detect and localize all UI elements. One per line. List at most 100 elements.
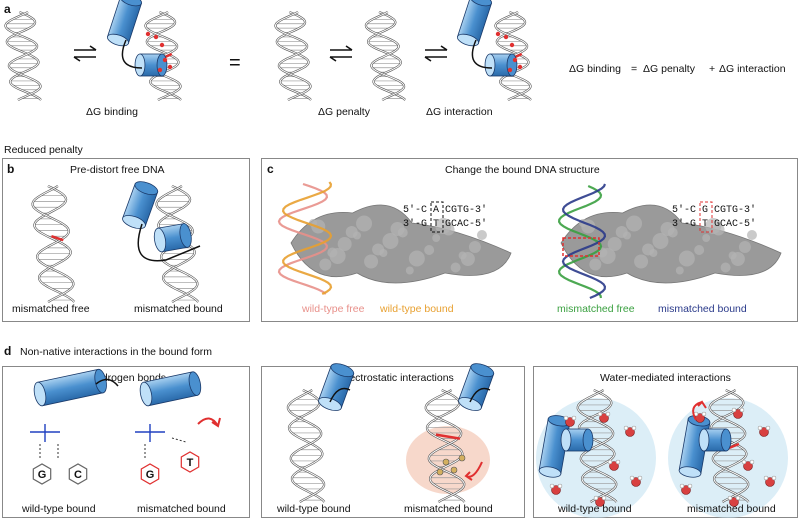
panel-d3-title: Water-mediated interactions [600, 372, 731, 384]
d2-charge-3 [436, 468, 444, 476]
b-dna-free [31, 185, 76, 303]
d3-mm-water-1 [731, 407, 745, 419]
equals-sign: = [229, 52, 241, 74]
a-equilibrium-arrows-3 [424, 45, 448, 62]
d1-label-wild-type: wild-type bound [22, 503, 96, 515]
legend-wild-type-free: wild-type free [302, 303, 365, 315]
d3-dna-mm-mismatch [728, 442, 740, 450]
a-equilibrium-arrows-1 [73, 45, 97, 62]
equation-plus: + [709, 63, 716, 75]
panel-d2-box [261, 366, 525, 518]
a-dna-distorted [364, 10, 407, 101]
c-mismatch-box-structure [562, 237, 600, 257]
d1-mm-arginine [135, 424, 165, 442]
panel-c-title: Change the bound DNA structure [445, 164, 600, 176]
b-dna-free-mismatch [51, 235, 64, 242]
svg-text:G: G [146, 469, 155, 481]
d2-charge-2 [458, 454, 466, 462]
panel-c-box [261, 158, 798, 322]
a-equilibrium-arrows-2 [329, 45, 353, 62]
d2-dna-mm [424, 389, 466, 503]
d3-wt-water-1 [597, 411, 611, 423]
label-mismatched-bound: mismatched bound [134, 303, 223, 315]
d1-wt-base-c: C [68, 463, 88, 485]
d2-protein-wt [318, 363, 355, 411]
d1-mm-base-t: T [180, 451, 200, 473]
panel-c-graphic [277, 181, 782, 300]
a-protein-cylinder-top-2 [457, 0, 492, 47]
a-linker-2 [471, 39, 493, 69]
c-protein-surface-2 [560, 204, 782, 284]
d2-protein-mm [458, 363, 495, 411]
panel-d1-box [2, 366, 250, 518]
d1-label-mismatched: mismatched bound [137, 503, 226, 515]
d1-wt-hbonds [39, 444, 59, 460]
d3-wt-water-2 [623, 425, 637, 437]
c-seq1-highlight-box [430, 201, 444, 233]
panel-d-graphic: G C G T [30, 363, 788, 518]
panel-b-letter: b [7, 162, 15, 176]
svg-text:G: G [38, 469, 47, 481]
d3-wt-water-3 [549, 483, 563, 495]
d1-mm-hbonds [144, 437, 187, 460]
d2-label-mismatched: mismatched bound [404, 503, 493, 515]
label-dg-penalty: ΔG penalty [318, 106, 370, 118]
b-protein-cylinder-top [122, 181, 159, 229]
d3-mm-water-4 [741, 459, 755, 471]
d3-protein-wt-2 [560, 428, 594, 452]
d1-red-arrow [197, 417, 221, 428]
panel-b-box [2, 158, 250, 322]
d1-wt-base-g: G [32, 463, 52, 485]
seq1-top: 5'-C A CGTG-3' [403, 205, 488, 216]
panel-d2-title: Electrostatic interactions [340, 372, 454, 384]
label-dg-binding: ΔG binding [86, 106, 138, 118]
d3-wt-water-4 [607, 459, 621, 471]
equation-lhs: ΔG binding [569, 63, 621, 75]
d2-dna-wt [286, 389, 326, 503]
panel-d1-title: Hydrogen bonds [89, 372, 167, 384]
seq1-bottom: 3'-G T GCAC-5' [403, 219, 488, 230]
panel-b-title: Pre-distort free DNA [70, 164, 165, 176]
legend-wild-type-bound: wild-type bound [380, 303, 454, 315]
d2-label-wild-type: wild-type bound [277, 503, 351, 515]
a-linker [121, 39, 143, 69]
legend-mismatched-bound: mismatched bound [658, 303, 747, 315]
d3-red-arrow [692, 400, 707, 421]
svg-text:T: T [187, 457, 194, 469]
d1-protein-cylinder-2 [139, 371, 202, 407]
d2-red-arrow [464, 461, 483, 481]
d3-label-wild-type: wild-type bound [558, 503, 632, 515]
panel-d-title: Non-native interactions in the bound for… [20, 346, 213, 358]
seq2-bottom: 3'-G T GCAC-5' [672, 219, 757, 230]
seq2-top: 5'-C G CGTG-3' [672, 205, 757, 216]
equation-eq: = [631, 63, 638, 75]
label-dg-interaction: ΔG interaction [426, 106, 493, 118]
equation-term2: ΔG interaction [719, 63, 786, 75]
a-protein-cylinder-mid-2 [484, 53, 518, 77]
equation-term1: ΔG penalty [643, 63, 695, 75]
c-protein-surface-1 [290, 204, 512, 284]
d2-linker-mm [469, 387, 491, 403]
d3-protein-mm-2 [698, 428, 732, 452]
a-protein-cylinder-top [107, 0, 142, 47]
section-reduced-penalty: Reduced penalty [4, 144, 83, 156]
b-protein-cylinder-mid [153, 223, 192, 253]
d3-mm-water-6 [727, 495, 741, 507]
panel-c-letter: c [267, 162, 274, 176]
c-helix-mismatched-bound [561, 183, 607, 300]
d3-label-mismatched: mismatched bound [687, 503, 776, 515]
d3-mm-water-2 [757, 425, 771, 437]
d1-wt-arginine [30, 424, 60, 442]
svg-text:C: C [74, 469, 82, 481]
panel-a-graphic [4, 0, 532, 101]
a-protein-cylinder-mid [134, 53, 168, 77]
c-helix-wild-type-bound [281, 181, 333, 295]
d1-mm-base-g: G [140, 463, 160, 485]
a-dna-free-1 [4, 10, 42, 101]
d3-wt-water-0 [563, 415, 577, 427]
d2-dna-mm-mismatch [435, 433, 461, 440]
d1-linker [95, 378, 119, 387]
d2-linker-wt [329, 387, 351, 403]
d3-wt-water-5 [629, 475, 643, 487]
a-contact-dots-2 [495, 31, 523, 73]
